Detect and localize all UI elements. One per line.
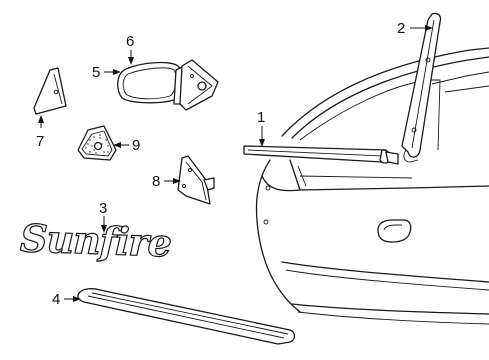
callout-3: 3	[99, 200, 107, 217]
part-9-mirror-seal	[77, 125, 117, 161]
callout-5: 5	[92, 64, 100, 81]
part-1-belt-molding	[243, 145, 392, 164]
callout-8: 8	[152, 173, 160, 190]
callout-9: 9	[132, 137, 140, 154]
seal-stipple-dot	[89, 139, 91, 141]
seal-stipple-dot	[99, 134, 101, 136]
seal-stipple-dot	[99, 137, 101, 139]
seal-stipple-dot	[93, 136, 95, 138]
seal-stipple-dot	[85, 147, 87, 149]
part-4-rocker-molding	[77, 288, 296, 345]
part-7-sail-trim	[33, 67, 67, 115]
seal-stipple-dot	[105, 139, 107, 141]
part-1-clip	[385, 151, 399, 165]
seal-stipple-dot	[93, 149, 95, 151]
part-5-outside-mirror	[117, 59, 219, 111]
part-2-pillar-molding	[401, 12, 442, 163]
front-door	[255, 47, 489, 325]
part-8-mirror-bracket	[177, 155, 215, 205]
seal-stipple-dot	[89, 151, 91, 153]
callout-leaders	[38, 25, 433, 302]
callout-6: 6	[126, 33, 134, 50]
seal-stipple-dot	[91, 145, 93, 147]
seal-stipple-dot	[101, 143, 103, 145]
seal-stipple-dot	[107, 151, 109, 153]
callout-1: 1	[257, 109, 265, 126]
callout-4: 4	[52, 291, 60, 308]
seal-stipple-dot	[87, 143, 89, 145]
seal-stipple-dot	[95, 152, 97, 154]
seal-stipple-dot	[107, 145, 109, 147]
seal-stipple-dot	[103, 151, 105, 153]
emblem-text: Sunfire	[19, 215, 171, 265]
callout-2: 2	[397, 20, 405, 37]
callout-7: 7	[36, 133, 44, 150]
part-3-emblem: Sunfire	[19, 215, 172, 266]
